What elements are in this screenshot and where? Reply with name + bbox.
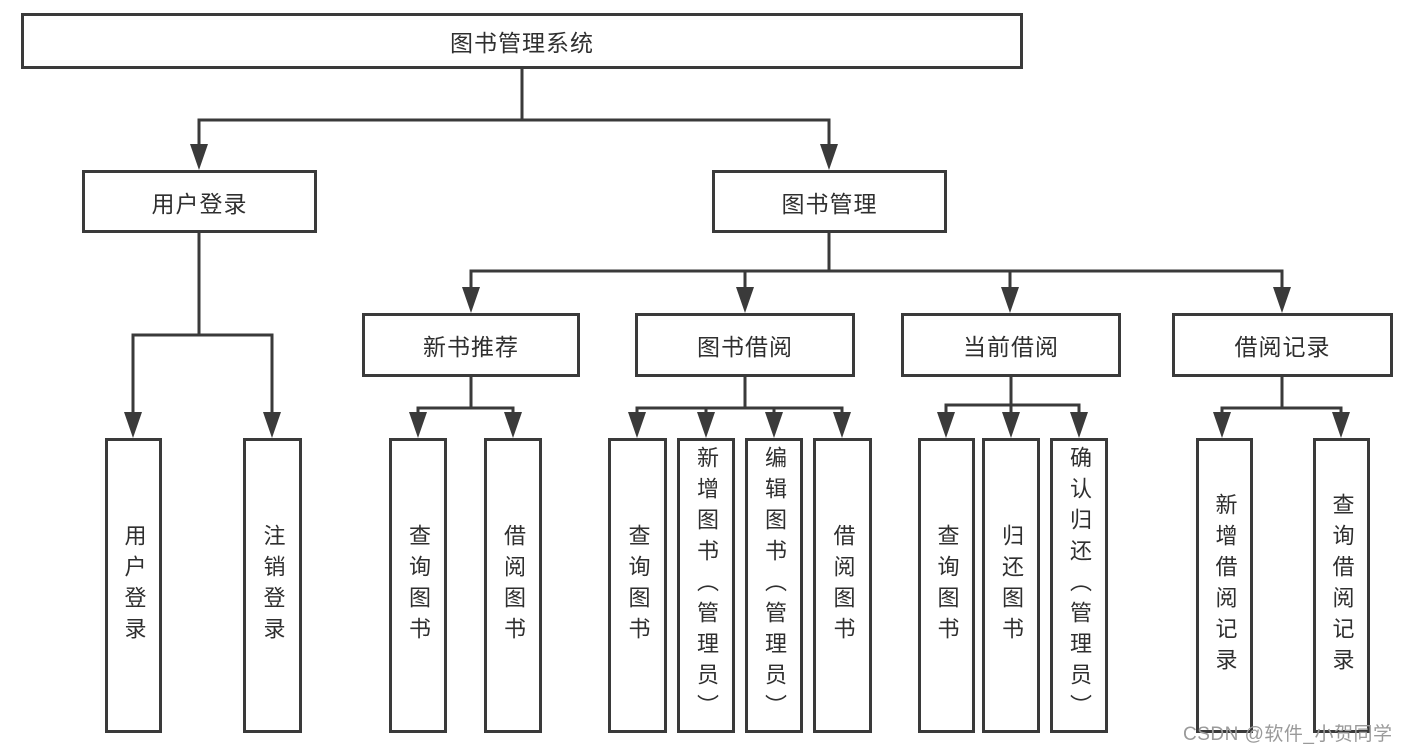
- arrowhead-icon: [937, 412, 955, 438]
- fork-current-borrowing: [944, 377, 1081, 416]
- leaf-add-borrow-record-label: 新增借阅记录: [1212, 492, 1238, 679]
- arrowhead-icon: [697, 412, 715, 438]
- node-book-management-label: 图书管理: [781, 190, 878, 217]
- fork-borrowing-records: [1220, 377, 1343, 416]
- arrowhead-icon: [736, 287, 754, 313]
- node-book-borrowing-label: 图书借阅: [697, 334, 793, 360]
- leaf-query-borrow-record: 查询借阅记录: [1313, 438, 1370, 733]
- node-book-borrowing: 图书借阅: [635, 313, 855, 377]
- leaf-user-login-label: 用户登录: [121, 523, 147, 648]
- leaf-add-books-admin-label: 新增图书（管理员）: [694, 446, 719, 725]
- fork-book-management: [469, 233, 1284, 291]
- node-book-management: 图书管理: [712, 170, 947, 233]
- arrowhead-icon: [263, 412, 281, 438]
- leaf-current-query-books: 查询图书: [918, 438, 975, 733]
- node-current-borrowing: 当前借阅: [901, 313, 1121, 377]
- leaf-recommend-borrow-books: 借阅图书: [484, 438, 542, 733]
- leaf-borrowing-query-books-label: 查询图书: [625, 523, 651, 648]
- arrowhead-icon: [124, 412, 142, 438]
- arrowhead-icon: [504, 412, 522, 438]
- arrowhead-icon: [462, 287, 480, 313]
- node-user-login-label: 用户登录: [151, 190, 248, 217]
- leaf-borrowing-borrow-books-label: 借阅图书: [830, 523, 856, 648]
- leaf-confirm-return-admin: 确认归还（管理员）: [1050, 438, 1108, 733]
- arrowhead-icon: [1273, 287, 1291, 313]
- node-new-book-recommend: 新书推荐: [362, 313, 580, 377]
- arrowhead-icon: [190, 144, 208, 170]
- node-root-label: 图书管理系统: [450, 30, 594, 56]
- arrowhead-icon: [1001, 287, 1019, 313]
- connector-strokes: [131, 69, 1343, 416]
- leaf-borrowing-borrow-books: 借阅图书: [813, 438, 872, 733]
- node-borrowing-records: 借阅记录: [1172, 313, 1393, 377]
- watermark: CSDN @软件_小贺同学: [1183, 724, 1393, 745]
- node-new-book-recommend-label: 新书推荐: [423, 334, 519, 360]
- leaf-edit-books-admin: 编辑图书（管理员）: [745, 438, 803, 733]
- fork-book-borrowing: [635, 377, 844, 416]
- leaf-current-query-books-label: 查询图书: [934, 523, 960, 648]
- leaf-add-borrow-record: 新增借阅记录: [1196, 438, 1253, 733]
- leaf-borrowing-query-books: 查询图书: [608, 438, 667, 733]
- node-user-login: 用户登录: [82, 170, 317, 233]
- arrowhead-icon: [1002, 412, 1020, 438]
- leaf-edit-books-admin-label: 编辑图书（管理员）: [762, 446, 787, 725]
- leaf-add-books-admin: 新增图书（管理员）: [677, 438, 735, 733]
- arrowhead-icon: [409, 412, 427, 438]
- leaf-recommend-borrow-books-label: 借阅图书: [501, 523, 526, 648]
- node-borrowing-records-label: 借阅记录: [1234, 334, 1331, 360]
- leaf-logout: 注销登录: [243, 438, 302, 733]
- leaf-confirm-return-admin-label: 确认归还（管理员）: [1067, 446, 1092, 725]
- arrowhead-icon: [833, 412, 851, 438]
- leaf-logout-label: 注销登录: [260, 523, 286, 648]
- arrowheads: [124, 144, 1350, 438]
- leaf-user-login: 用户登录: [105, 438, 162, 733]
- arrowhead-icon: [820, 144, 838, 170]
- leaf-return-books: 归还图书: [982, 438, 1040, 733]
- leaf-query-borrow-record-label: 查询借阅记录: [1329, 492, 1355, 679]
- arrowhead-icon: [765, 412, 783, 438]
- node-root: 图书管理系统: [21, 13, 1023, 69]
- fork-user-login: [131, 233, 274, 416]
- arrowhead-icon: [1070, 412, 1088, 438]
- arrowhead-icon: [1332, 412, 1350, 438]
- leaf-recommend-query-books-label: 查询图书: [406, 523, 431, 648]
- leaf-return-books-label: 归还图书: [999, 523, 1024, 648]
- leaf-recommend-query-books: 查询图书: [389, 438, 447, 733]
- node-current-borrowing-label: 当前借阅: [963, 334, 1059, 360]
- fork-new-book-recommend: [416, 377, 515, 416]
- arrowhead-icon: [1213, 412, 1231, 438]
- fork-root: [197, 69, 831, 148]
- arrowhead-icon: [628, 412, 646, 438]
